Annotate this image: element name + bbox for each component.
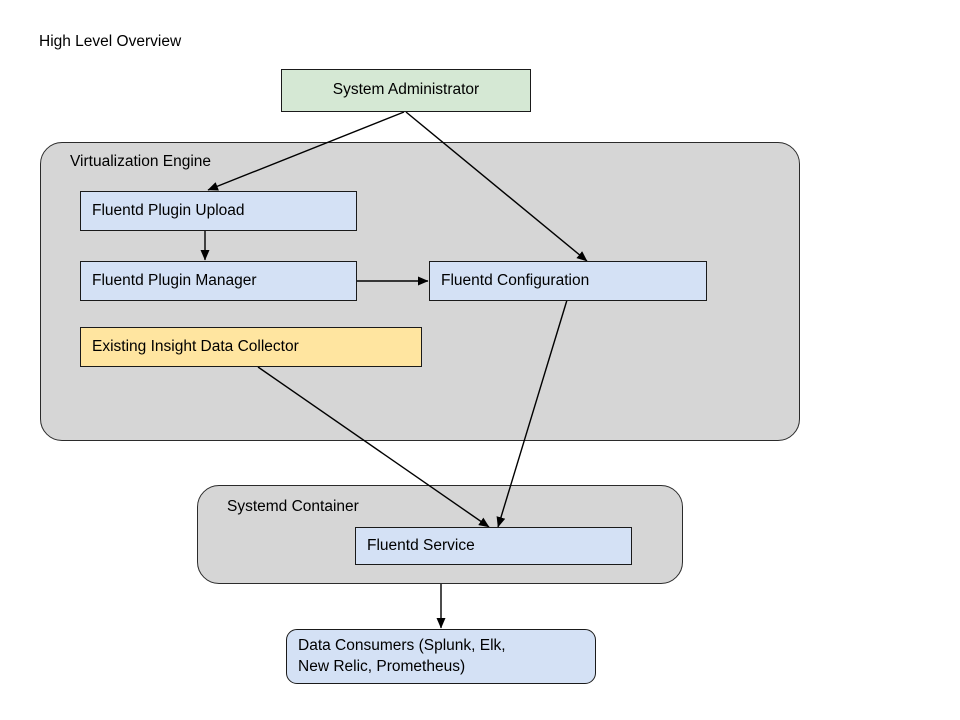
node-system-administrator[interactable]: System Administrator: [281, 69, 531, 112]
node-data-consumers[interactable]: Data Consumers (Splunk, Elk, New Relic, …: [286, 629, 596, 684]
node-fluentd-configuration[interactable]: Fluentd Configuration: [429, 261, 707, 301]
node-fluentd-plugin-manager[interactable]: Fluentd Plugin Manager: [80, 261, 357, 301]
node-fluentd-service[interactable]: Fluentd Service: [355, 527, 632, 565]
node-fluentd-plugin-upload[interactable]: Fluentd Plugin Upload: [80, 191, 357, 231]
group-label-systemd-container: Systemd Container: [227, 498, 359, 515]
node-existing-insight-data-collector[interactable]: Existing Insight Data Collector: [80, 327, 422, 367]
group-label-virtualization-engine: Virtualization Engine: [70, 153, 212, 170]
page-title: High Level Overview: [39, 33, 182, 50]
